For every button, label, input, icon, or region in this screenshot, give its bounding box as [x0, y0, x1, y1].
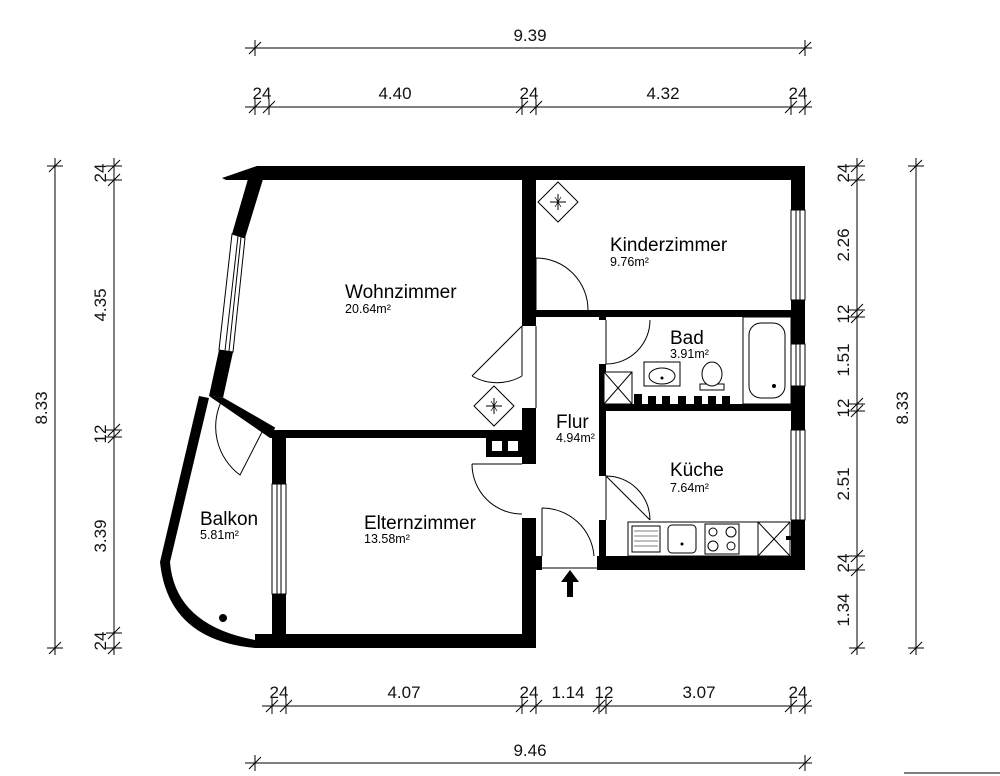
dim-left-seg: 4.35 — [91, 288, 110, 321]
walls — [209, 166, 805, 648]
dimension-lines — [47, 40, 924, 771]
dim-bottom-seg: 24 — [520, 683, 539, 702]
room-area: 3.91m² — [670, 347, 709, 361]
dim-top-total: 9.39 — [513, 26, 546, 45]
dim-top-seg: 24 — [253, 84, 272, 103]
room-area: 7.64m² — [670, 481, 709, 495]
dim-left-seg: 24 — [91, 632, 110, 651]
dim-top-seg: 4.32 — [646, 84, 679, 103]
dim-bottom-seg: 1.14 — [551, 683, 584, 702]
dim-bottom-total: 9.46 — [513, 741, 546, 760]
room-kueche: Küche 7.64m² — [670, 460, 724, 495]
radiator-icon — [537, 181, 579, 223]
dim-right-seg: 2.26 — [834, 228, 853, 261]
dim-left-seg: 12 — [91, 425, 110, 444]
dim-bottom-seg: 4.07 — [387, 683, 420, 702]
dim-right-seg: 12 — [834, 305, 853, 324]
room-name: Kinderzimmer — [610, 235, 728, 256]
kitchen-counter — [627, 521, 800, 557]
chimney-shaft — [508, 441, 518, 451]
dim-bottom-seg: 12 — [595, 683, 614, 702]
windows — [218, 209, 806, 595]
balcony-outline — [160, 396, 255, 648]
chimney-shaft — [492, 441, 502, 451]
radiator-icon — [473, 385, 515, 427]
room-area: 20.64m² — [345, 302, 391, 316]
room-area: 5.81m² — [200, 528, 239, 542]
room-flur: Flur 4.94m² — [556, 412, 595, 445]
room-bad: Bad 3.91m² — [670, 328, 709, 361]
room-elternzimmer: Elternzimmer 13.58m² — [364, 513, 477, 546]
dim-top-seg: 4.40 — [378, 84, 411, 103]
dim-right-seg: 2.51 — [834, 467, 853, 500]
balcony-drain-icon — [219, 614, 227, 622]
dim-bottom-seg: 24 — [789, 683, 808, 702]
room-name: Küche — [670, 460, 724, 481]
dim-left-total: 8.33 — [32, 391, 51, 424]
room-name: Flur — [556, 412, 589, 433]
dim-right-seg: 1.51 — [834, 343, 853, 376]
dim-right-seg: 12 — [834, 399, 853, 418]
room-kinderzimmer: Kinderzimmer 9.76m² — [610, 235, 728, 269]
room-name: Balkon — [200, 509, 258, 530]
dim-right-total: 8.33 — [893, 391, 912, 424]
dim-top-seg: 24 — [520, 84, 539, 103]
room-area: 9.76m² — [610, 255, 649, 269]
room-wohnzimmer: Wohnzimmer 20.64m² — [345, 282, 457, 316]
doors — [215, 257, 651, 569]
dim-bottom-seg: 24 — [270, 683, 289, 702]
dim-top-seg: 24 — [789, 84, 808, 103]
dim-right-seg: 24 — [834, 164, 853, 183]
dim-right-seg: 24 — [834, 554, 853, 573]
room-name: Elternzimmer — [364, 513, 477, 534]
room-balkon: Balkon 5.81m² — [200, 509, 258, 542]
room-name: Bad — [670, 328, 704, 349]
dim-left-seg: 3.39 — [91, 519, 110, 552]
dim-bottom-seg: 3.07 — [682, 683, 715, 702]
room-area: 4.94m² — [556, 431, 595, 445]
entrance-arrow-icon — [561, 570, 579, 597]
dim-right-seg: 1.34 — [834, 593, 853, 626]
room-area: 13.58m² — [364, 532, 410, 546]
bathroom-fixtures — [603, 316, 792, 405]
room-name: Wohnzimmer — [345, 282, 457, 303]
dim-left-seg: 24 — [91, 164, 110, 183]
